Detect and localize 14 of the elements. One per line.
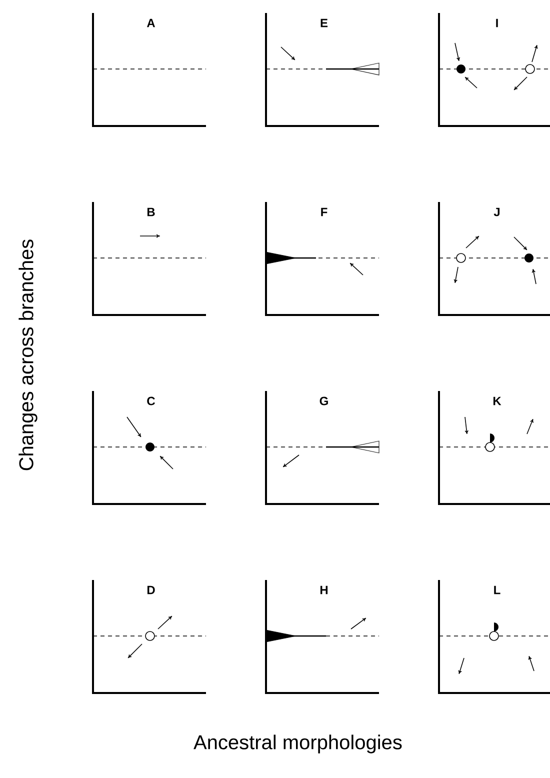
axis-title: Ancestral morphologies [194,734,402,754]
panel-letter: J [494,208,500,216]
axis-title: Changes across branches [18,240,38,470]
panel-letter: H [320,586,328,594]
panel-letter: B [147,208,155,216]
panel-letter: A [146,18,155,28]
panel-letter: G [320,396,328,406]
panel-letter: F [321,208,328,216]
panel-letter: C [147,396,155,406]
panel-letter: I [496,18,498,28]
panel-letter: D [147,586,155,594]
panel-letter: L [494,586,500,594]
panel-letter: E [320,18,328,28]
panel-letter: K [493,396,502,406]
